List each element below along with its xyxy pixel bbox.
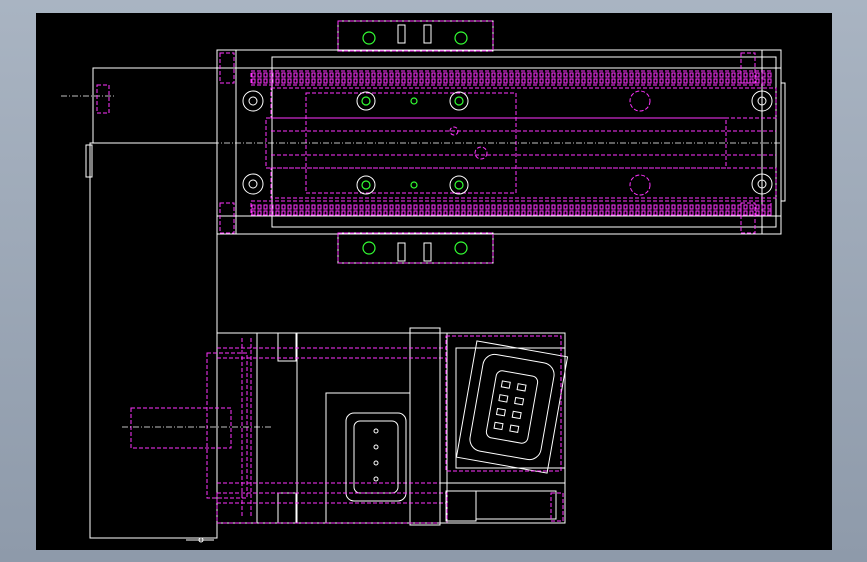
cad-drawing: .w { stroke:#ffffff; fill:none; stroke-w… — [61, 20, 786, 543]
side-view-connector — [186, 332, 569, 543]
front-view-motor-housing — [122, 327, 448, 526]
cad-viewport[interactable]: .w { stroke:#ffffff; fill:none; stroke-w… — [36, 13, 832, 550]
top-view-linear-actuator — [61, 20, 786, 539]
